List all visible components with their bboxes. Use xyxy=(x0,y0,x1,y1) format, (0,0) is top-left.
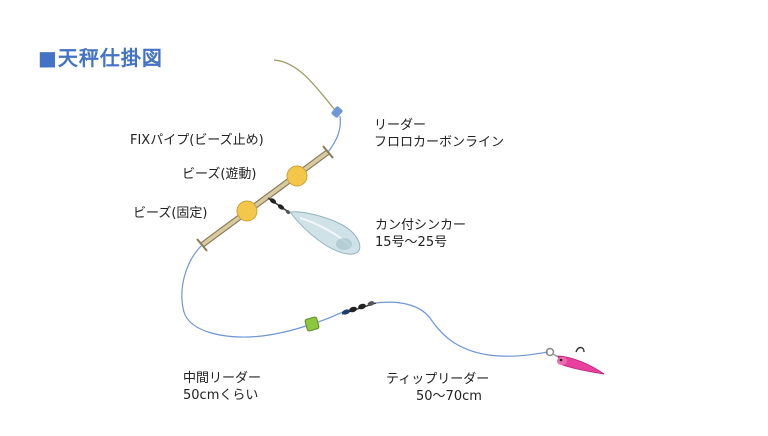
sinker-label-line1: カン付シンカー xyxy=(375,218,467,233)
pipe-stopper-top xyxy=(322,145,334,159)
middle-leader-label-line2: 50cmくらい xyxy=(183,388,259,403)
sinker-swivel-icon xyxy=(267,197,291,215)
middle-leader-label: 中間リーダー 50cmくらい xyxy=(183,370,261,404)
middle-leader-label-line1: 中間リーダー xyxy=(183,371,262,386)
tip-leader-label-line1: ティップリーダー xyxy=(386,372,490,387)
pink-jig-lure-icon xyxy=(545,346,605,375)
tip-leader-line xyxy=(375,301,549,357)
main-line xyxy=(273,59,336,111)
tip-leader-label: ティップリーダー 50〜70cm xyxy=(386,371,489,405)
swivel-icon xyxy=(341,301,377,315)
fix-pipe-label: FIXパイプ(ビーズ止め) xyxy=(130,133,264,148)
bead-fixed-icon xyxy=(236,200,258,222)
tip-leader-label-line2: 50〜70cm xyxy=(416,389,482,404)
lead-sinker-icon xyxy=(289,211,361,255)
sinker-label: カン付シンカー 15号〜25号 xyxy=(375,217,466,251)
leader-label-line1: リーダー xyxy=(374,118,427,133)
blue-connector-icon xyxy=(331,106,343,118)
page-title: ■天秤仕掛図 xyxy=(38,46,163,70)
fix-pipe-highlight xyxy=(200,150,330,247)
sinker-label-line2: 15号〜25号 xyxy=(375,235,448,250)
middle-leader-line xyxy=(181,244,313,338)
leader-line xyxy=(327,115,341,153)
leader-label: リーダー フロロカーボンライン xyxy=(374,117,504,151)
leader-label-line2: フロロカーボンライン xyxy=(374,135,505,150)
bead-free-label: ビーズ(遊動) xyxy=(182,167,257,182)
green-cushion-bead-icon xyxy=(304,316,320,332)
bead-free-icon xyxy=(286,165,308,187)
cushion-to-swivel-line xyxy=(317,310,346,323)
bead-fixed-label: ビーズ(固定) xyxy=(133,206,208,221)
